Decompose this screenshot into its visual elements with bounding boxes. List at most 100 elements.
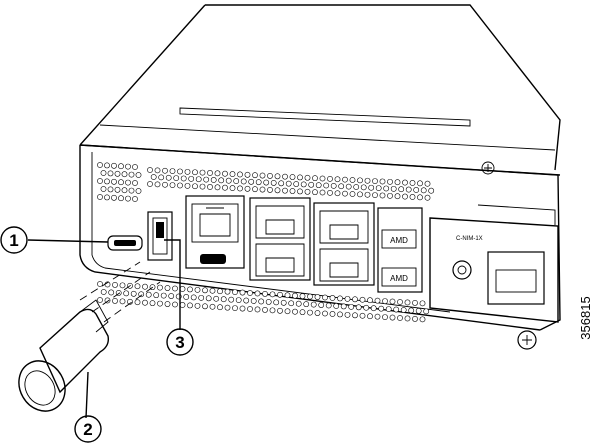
vent-hole xyxy=(327,189,333,196)
callout-leaders xyxy=(27,239,181,419)
vent-hole xyxy=(364,191,371,198)
vent-hole xyxy=(325,302,332,309)
vent-hole xyxy=(224,288,231,295)
vent-hole xyxy=(274,187,281,194)
vent-hole xyxy=(180,175,187,182)
network-interface-module: C-NIM-1X xyxy=(429,204,559,350)
vent-hole xyxy=(319,175,326,182)
vent-hole xyxy=(217,304,223,311)
vent-hole xyxy=(123,290,130,297)
vent-hole xyxy=(229,171,236,177)
vent-hole xyxy=(308,181,315,188)
vent-hole xyxy=(262,306,268,313)
vent-hole xyxy=(342,190,348,197)
vent-hole xyxy=(310,301,317,308)
vent-hole xyxy=(203,176,210,183)
vent-hole xyxy=(218,177,225,184)
vent-hole xyxy=(192,183,198,190)
vent-hole xyxy=(119,298,126,305)
vent-hole xyxy=(97,281,103,287)
vent-hole xyxy=(162,167,168,174)
vent-hole xyxy=(412,315,418,322)
vent-hole xyxy=(202,287,208,294)
callout-1-number: 1 xyxy=(9,231,18,250)
vent-hole xyxy=(214,184,221,191)
vent-hole xyxy=(397,299,403,305)
vent-hole xyxy=(225,177,232,184)
vent-hole xyxy=(134,299,141,306)
vent-hole xyxy=(184,182,191,189)
vent-hole xyxy=(413,187,420,193)
vent-hole xyxy=(412,299,418,306)
vent-hole xyxy=(318,302,325,308)
vent-hole xyxy=(267,187,273,193)
vent-hole xyxy=(127,298,133,305)
vent-hole xyxy=(184,168,191,175)
vent-hole xyxy=(364,177,371,184)
vent-hole xyxy=(299,309,306,316)
vent-hole xyxy=(397,315,403,321)
vent-hole xyxy=(255,179,262,186)
vent-hole xyxy=(154,167,161,174)
vent-hole xyxy=(232,305,238,311)
vent-hole xyxy=(154,181,161,188)
vent-hole xyxy=(100,170,107,176)
vent-hole xyxy=(111,162,117,169)
vent-hole xyxy=(207,170,213,176)
vent-hole xyxy=(263,179,270,186)
management-port xyxy=(185,195,245,269)
vent-hole xyxy=(314,310,321,316)
vent-hole xyxy=(374,297,381,304)
vent-hole xyxy=(169,168,176,175)
vent-hole xyxy=(390,185,397,192)
vent-hole xyxy=(262,290,268,297)
vent-hole xyxy=(112,297,118,304)
vent-hole xyxy=(303,301,310,308)
ethernet-port-block-2 xyxy=(313,202,375,286)
vent-hole xyxy=(408,307,415,314)
vent-hole xyxy=(323,182,330,189)
callout-3: 3 xyxy=(166,328,194,356)
figure-id: 356815 xyxy=(578,296,593,339)
vent-hole xyxy=(284,308,291,315)
vent-hole xyxy=(385,306,392,312)
vent-hole xyxy=(338,183,345,190)
vent-hole xyxy=(409,180,416,186)
vent-hole xyxy=(240,178,247,185)
vent-hole xyxy=(274,173,281,180)
insertion-guides xyxy=(79,261,161,323)
vent-hole xyxy=(229,185,236,191)
vent-hole xyxy=(273,299,280,306)
vent-hole xyxy=(118,195,124,202)
vent-hole xyxy=(405,186,412,193)
vent-hole xyxy=(269,307,276,314)
vent-hole xyxy=(194,302,201,309)
vent-hole xyxy=(138,291,145,298)
vent-hole xyxy=(224,304,231,311)
vent-hole xyxy=(333,303,340,309)
vent-hole xyxy=(160,292,167,299)
vent-hole xyxy=(363,304,370,311)
vent-hole xyxy=(337,311,343,318)
vent-hole xyxy=(315,182,322,189)
vent-hole xyxy=(357,177,363,184)
vent-hole xyxy=(233,178,240,184)
vent-hole xyxy=(278,180,285,187)
vent-hole xyxy=(345,183,352,190)
vent-hole xyxy=(379,178,386,185)
vent-hole xyxy=(409,194,416,200)
vent-hole xyxy=(348,303,355,310)
vent-hole xyxy=(280,299,287,306)
vent-hole xyxy=(367,313,373,320)
vent-hole xyxy=(259,172,266,179)
vent-hole xyxy=(135,188,142,194)
vent-hole xyxy=(235,297,242,303)
usb-flash-drive xyxy=(18,299,110,412)
vent-hole xyxy=(415,307,422,314)
vent-hole xyxy=(205,295,212,302)
vent-hole xyxy=(217,288,223,295)
usb-console-port xyxy=(107,235,143,251)
vent-hole xyxy=(111,194,117,201)
vent-hole xyxy=(359,312,366,319)
